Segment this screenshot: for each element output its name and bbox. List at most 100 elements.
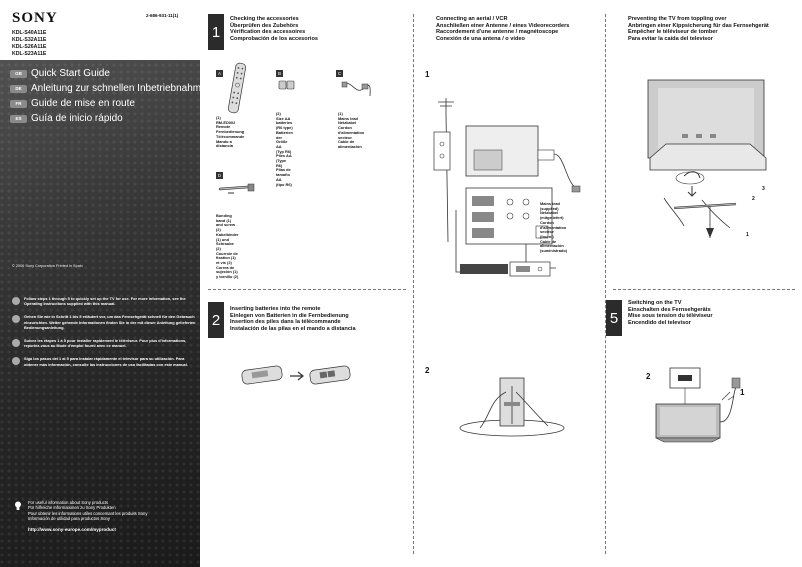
note-item: Suivez les étapes 1 à 5 pour installer r… [12, 338, 196, 348]
content-area: 1 Checking the accessories Überprüfen de… [200, 0, 802, 567]
desc-line: (tipo R6) [276, 181, 292, 187]
title-line: Anschließen einer Antenne / eines Videor… [436, 22, 570, 29]
copyright-text: © 2006 Sony Corporation Printed in Spain [12, 264, 83, 268]
callout-number: 1 [740, 388, 745, 397]
cover-panel [0, 0, 200, 567]
row-divider [613, 289, 795, 290]
title-line: Switching on the TV [628, 300, 682, 306]
title-line: Preventing the TV from toppling over [628, 16, 727, 22]
legend-line: secteur (fourni) [540, 229, 554, 239]
title-line: Checking the accessories [230, 16, 299, 22]
battery-illustration [278, 80, 295, 90]
mains-lead-illustration [341, 81, 371, 97]
guide-title: Guide de mise en route [31, 98, 135, 109]
step-title: Preventing the TV from toppling over Anb… [628, 16, 769, 42]
document-number: 2-686-931-11(1) [146, 13, 179, 18]
accessory-description: (1) Mains lead Netzkabel Cordon d'alimen… [338, 111, 365, 150]
title-line: Encendido del televisor [628, 319, 691, 326]
title-line: Inserting batteries into the remote [230, 306, 321, 312]
desc-line: Cordon d'alimentation [338, 125, 365, 135]
desc-line: Cable de alimentación [338, 139, 362, 149]
remote-control-illustration [228, 62, 246, 114]
desc-line: Piles AA (Type R6) [276, 153, 292, 168]
title-line: Anbringen einer Kippsicherung für das Fe… [628, 22, 769, 29]
bullet-icon [12, 297, 20, 305]
accessory-description: (1) RM-ED002 Remote Fernbedienung Téléco… [216, 115, 245, 149]
step-title: Inserting batteries into the remote Einl… [230, 306, 356, 332]
note-item: Follow steps 1 through 5 to quickly set … [12, 296, 196, 306]
desc-line: Kabelbinder (1) und Schraube (2) [216, 231, 239, 251]
desc-line: (2) [276, 111, 281, 116]
guide-title: Quick Start Guide [31, 68, 110, 79]
desc-line: (1) [338, 111, 343, 116]
accessory-letter: C [336, 70, 343, 77]
bullet-icon [12, 357, 20, 366]
title-line: Comprobación de los accesorios [230, 35, 318, 42]
product-info: For useful information about Sony produc… [28, 500, 196, 532]
title-line: Instalación de las pilas en el mando a d… [230, 325, 356, 332]
title-line: Überprüfen des Zubehörs [230, 22, 299, 29]
step-number: 5 [606, 300, 622, 336]
desc-line: Fernbedienung [216, 129, 245, 135]
note-text: Siga los pasos del 1 al 5 para instalar … [24, 356, 188, 367]
desc-line: (1) [216, 115, 221, 120]
language-tag: GB [10, 69, 27, 78]
guide-title-row: FR Guide de mise en route [10, 96, 207, 111]
title-line: Empêcher le téléviseur de tomber [628, 29, 718, 36]
row-divider [208, 289, 406, 290]
product-url-link[interactable]: http://www.sony-europe.com/myproduct [28, 526, 116, 532]
desc-line: Correa de sujeción (1) y tornillo (2) [216, 264, 239, 280]
sony-logo: SONY [12, 10, 58, 26]
accessory-description: (2) Size AA batteries (R6 type) Batterie… [276, 111, 293, 187]
column-divider [605, 14, 606, 554]
step-title: Connecting an aerial / VCR Anschließen e… [436, 16, 569, 42]
legend-line: (suministrado) [540, 248, 568, 254]
legend-line: Cordon d'alimentation [540, 219, 567, 230]
desc-line: (Typ R6) [276, 148, 292, 154]
title-line: Connecting an aerial / VCR [436, 16, 508, 22]
guide-title-row: DE Anleitung zur schnellen Inbetriebnahm… [10, 81, 207, 96]
battery-insertion-illustration [241, 365, 351, 385]
model-name: KDL-S23A11E [12, 51, 47, 57]
desc-line: Netzkabel [338, 120, 357, 126]
figure-number: 1 [425, 70, 430, 79]
desc-line: secteur [338, 134, 352, 140]
desc-line: Batterien der Größe AA [276, 129, 293, 149]
note-text: Follow steps 1 through 5 to quickly set … [24, 296, 186, 307]
bullet-icon [12, 339, 20, 348]
power-on-illustration [655, 367, 741, 443]
title-line: Insertion des piles dans la télécommande [230, 319, 341, 326]
info-line: For useful information about Sony produc… [28, 500, 109, 505]
guide-title-row: ES Guía de inicio rápido [10, 111, 207, 126]
language-tag: FR [10, 99, 27, 108]
note-item: Siga los pasos del 1 al 5 para instalar … [12, 356, 196, 367]
accessory-letter: D [216, 172, 223, 179]
desc-line: Bunding band (1) and screw (2) [216, 213, 236, 233]
model-list: KDL-S40A11E KDL-S32A11E KDL-S26A11E KDL-… [12, 30, 46, 58]
desc-line: Mando a distancia [216, 138, 233, 149]
accessory-letter: B [276, 70, 283, 77]
info-line: Für hilfreiche Informationen zu Sony Pro… [28, 505, 116, 511]
lightbulb-icon [15, 501, 21, 510]
desc-line: Courroie de fixation (1) et vis (2) [216, 250, 238, 266]
language-tag: DE [10, 84, 27, 93]
guide-title: Anleitung zur schnellen Inbetriebnahme [31, 83, 207, 94]
info-line: Pour obtenir les informations utiles con… [28, 510, 148, 516]
step-number: 2 [208, 302, 224, 338]
guide-title-list: GB Quick Start Guide DE Anleitung zur sc… [10, 66, 207, 126]
step-title: Switching on the TV Einschalten des Fern… [628, 300, 713, 326]
desc-line: Remote [216, 124, 231, 130]
callout-number: 2 [752, 196, 755, 202]
step-title: Checking the accessories Überprüfen des … [230, 16, 318, 42]
column-divider [413, 14, 414, 554]
desc-line: (R6 type) [276, 125, 293, 131]
setup-notes: Follow steps 1 through 5 to quickly set … [12, 296, 196, 375]
title-line: Einlegen von Batterien in die Fernbedien… [230, 312, 349, 319]
step-number: 1 [208, 14, 224, 50]
accessory-description: Bunding band (1) and screw (2) Kabelbind… [216, 213, 239, 280]
anti-topple-illustration [647, 79, 767, 238]
legend-line: Cable de alimentación [540, 238, 564, 249]
aerial-vcr-connection-diagram [433, 98, 581, 277]
model-name: KDL-S26A11E [12, 44, 47, 50]
figure-number: 2 [425, 366, 430, 375]
